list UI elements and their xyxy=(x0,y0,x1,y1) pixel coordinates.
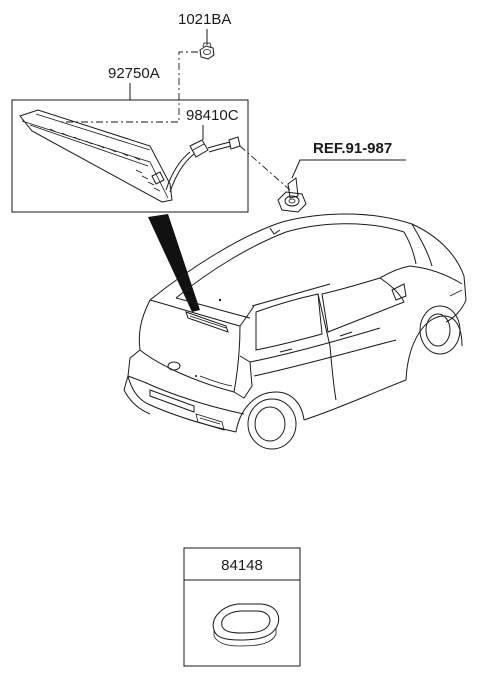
connector-leader xyxy=(239,145,291,191)
label-ref-91-987: REF.91-987 xyxy=(313,140,392,157)
grommet-box xyxy=(183,547,301,667)
fastener-leader xyxy=(60,51,198,123)
leader-ref xyxy=(291,159,406,179)
connector-grommet-icon xyxy=(277,177,307,213)
label-84148: 84148 xyxy=(221,557,263,574)
label-98410C: 98410C xyxy=(186,107,239,124)
nut-icon xyxy=(199,42,215,60)
hatchback-car-icon xyxy=(123,213,467,450)
lamp-assembly-box xyxy=(11,99,249,213)
high-mount-stop-lamp-icon xyxy=(19,109,173,203)
label-92750A: 92750A xyxy=(108,65,160,82)
wiring-harness-icon xyxy=(165,136,241,193)
grommet-plug-icon xyxy=(212,603,280,647)
label-1021BA: 1021BA xyxy=(178,11,231,28)
location-pointer xyxy=(148,214,200,312)
